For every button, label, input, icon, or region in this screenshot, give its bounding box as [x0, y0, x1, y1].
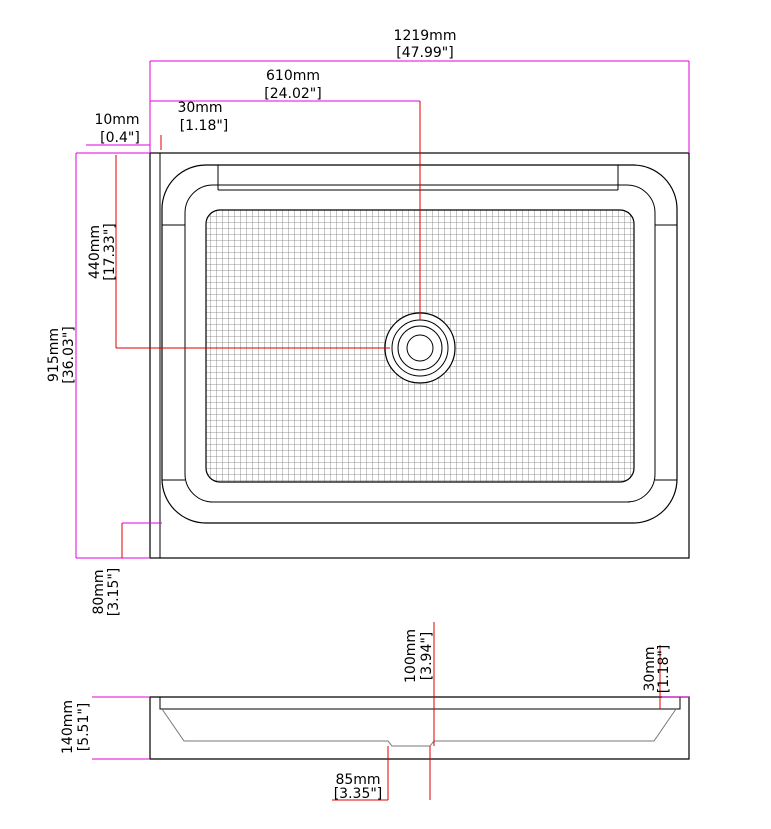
lip-inch-label: [0.4"]: [100, 130, 140, 146]
total-height-mm-label: 140mm: [60, 700, 76, 754]
side-profile-outline: [149, 696, 690, 760]
drain-depth-inch-label: [3.94"]: [419, 632, 435, 681]
drain-offset-y-inch-label: [17.33"]: [102, 223, 118, 280]
total-height-inch-label: [5.51"]: [76, 703, 92, 752]
side-basin-slope: [161, 708, 677, 747]
side-view: 100mm [3.94"] 30mm [1.18"] 140mm [5.51"]…: [60, 622, 690, 802]
drain-offset-x-mm-label: 610mm: [266, 68, 320, 84]
side-view-dimension-lines: [92, 696, 689, 760]
width-mm-label: 1219mm: [394, 28, 457, 44]
depth-inch-label: [36.03"]: [61, 326, 77, 383]
rim-height-mm-label: 30mm: [642, 646, 658, 691]
depth-mm-label: 915mm: [46, 328, 62, 382]
apron-mm-label: 80mm: [91, 569, 107, 614]
side-profile-inner: [159, 697, 681, 710]
top-view-leader-lines: [115, 101, 421, 558]
drain: [384, 312, 456, 384]
drain-width-mm-label: 85mm: [335, 772, 380, 788]
flange-inch-label: [1.18"]: [180, 118, 229, 134]
top-view: 1219mm [47.99"] 610mm [24.02"] 30mm [1.1…: [46, 28, 690, 617]
rim-height-inch-label: [1.18"]: [656, 645, 672, 694]
side-view-leader-lines: [332, 622, 661, 801]
drain-width-inch-label: [3.35"]: [334, 786, 383, 802]
lip-mm-label: 10mm: [94, 112, 139, 128]
top-view-dimension-lines: [75, 60, 690, 559]
drain-offset-x-inch-label: [24.02"]: [264, 86, 321, 102]
flange-mm-label: 30mm: [177, 100, 222, 116]
apron-inch-label: [3.15"]: [106, 568, 122, 617]
drain-offset-y-mm-label: 440mm: [87, 225, 103, 279]
width-inch-label: [47.99"]: [396, 45, 453, 61]
drain-depth-mm-label: 100mm: [403, 629, 419, 683]
